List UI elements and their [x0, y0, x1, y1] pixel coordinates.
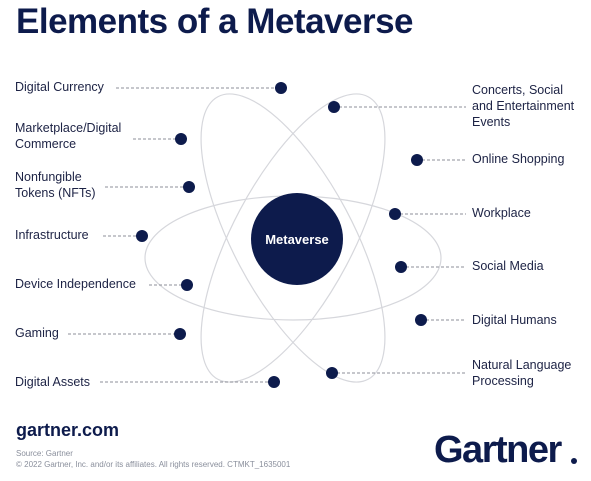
orbit-tilted-right [200, 93, 386, 383]
label-digital-humans: Digital Humans [472, 313, 557, 327]
label-gaming: Gaming [15, 326, 59, 340]
orbit-tilted-left [200, 93, 386, 383]
dot-digital-humans [415, 314, 427, 326]
source-note: Source: Gartner © 2022 Gartner, Inc. and… [16, 449, 291, 469]
label-nlp: Natural Language Processing [472, 358, 572, 388]
dot-social-media [395, 261, 407, 273]
orbit-dots [136, 82, 427, 388]
page-title: Elements of a Metaverse [16, 2, 414, 41]
label-digital-assets: Digital Assets [15, 375, 91, 389]
dot-digital-assets [268, 376, 280, 388]
label-digital-currency: Digital Currency [15, 80, 104, 94]
dot-nlp [326, 367, 338, 379]
dot-online-shopping [411, 154, 423, 166]
dot-nfts [183, 181, 195, 193]
dot-device-independence [181, 279, 193, 291]
label-nfts: Nonfungible Tokens (NFTs) [15, 170, 96, 200]
metaverse-label: Metaverse [265, 232, 329, 247]
label-social-media: Social Media [472, 259, 544, 273]
label-online-shopping: Online Shopping [472, 152, 565, 166]
dot-marketplace [175, 133, 187, 145]
label-marketplace: Marketplace/Digital Commerce [15, 121, 122, 151]
label-infrastructure: Infrastructure [15, 228, 89, 242]
leader-lines [68, 87, 466, 383]
dot-workplace [389, 208, 401, 220]
gartner-logo: Gartner [434, 429, 562, 471]
label-workplace: Workplace [472, 206, 531, 220]
dot-digital-currency [275, 82, 287, 94]
label-device-independence: Device Independence [15, 277, 136, 291]
dot-gaming [174, 328, 186, 340]
registered-mark-icon [571, 458, 577, 464]
dot-concerts [328, 101, 340, 113]
metaverse-core [251, 193, 343, 285]
site-url[interactable]: gartner.com [16, 420, 120, 440]
dot-infrastructure [136, 230, 148, 242]
label-concerts: Concerts, Social and Entertainment Event… [472, 83, 575, 129]
